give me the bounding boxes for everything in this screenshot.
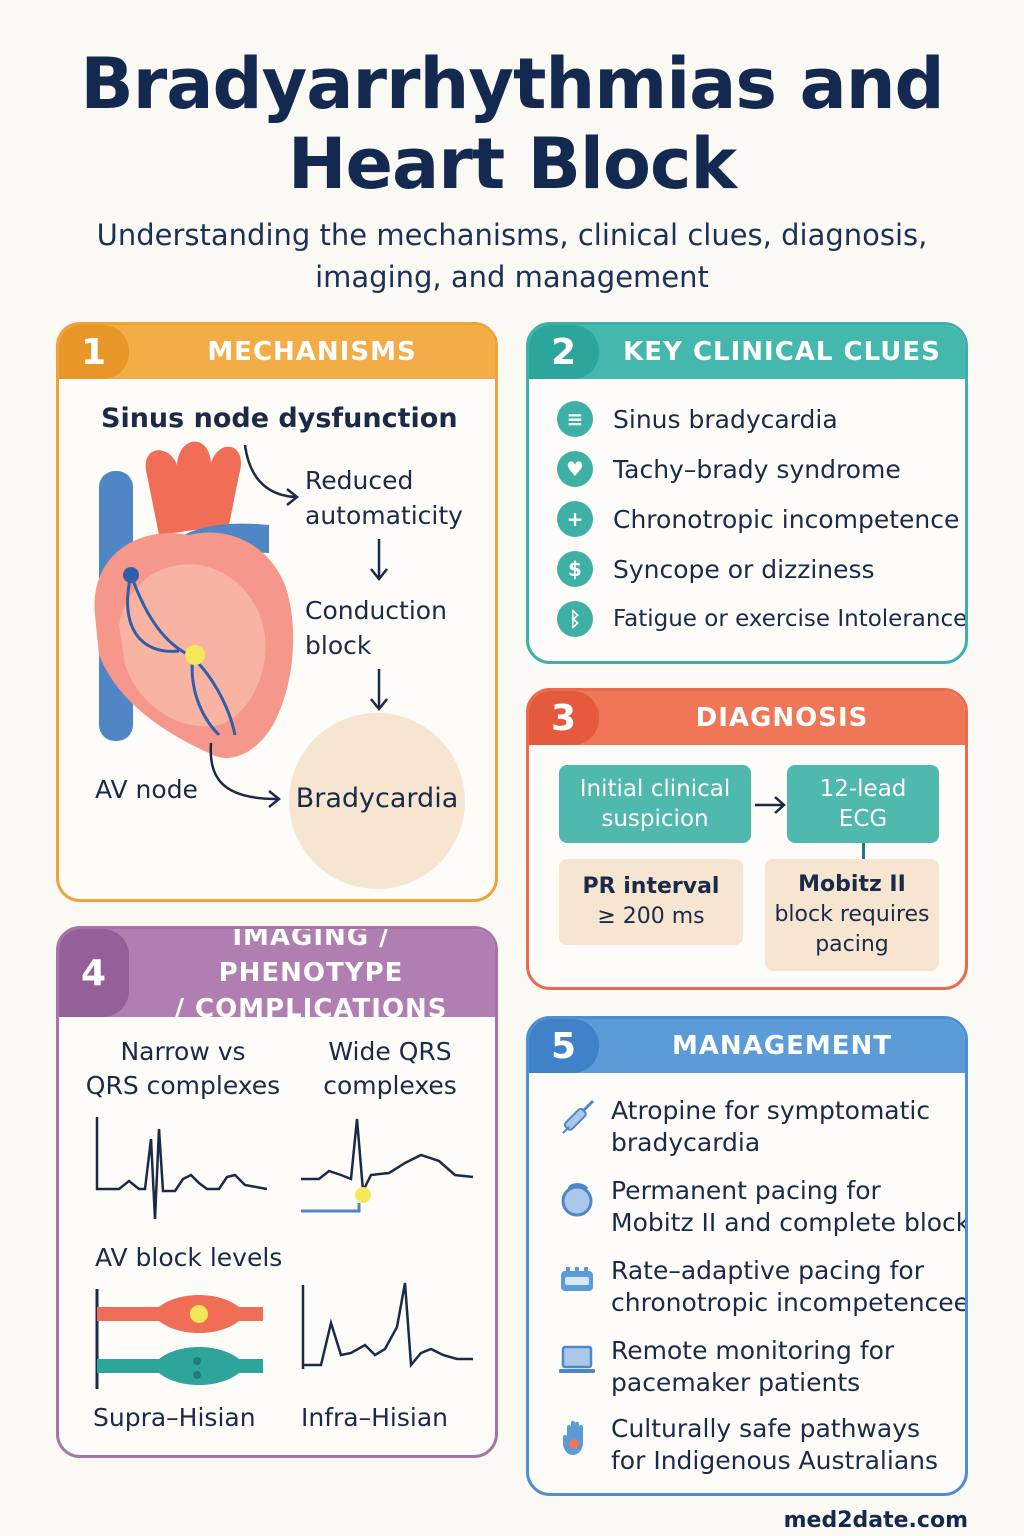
imaging-header: 4 IMAGING / PHENOTYPE/ COMPLICATIONS: [59, 926, 495, 1024]
management-number: 5: [529, 1019, 599, 1073]
bradycardia-label: Bradycardia: [295, 783, 459, 814]
page-subtitle: Understanding the mechanisms, clinical c…: [60, 214, 964, 298]
infra-dot-2: [193, 1371, 201, 1379]
clinical-clues-card: 2 KEY CLINICAL CLUES ≡ Sinus bradycardia…: [526, 322, 968, 664]
conduction-path-2: [126, 574, 180, 653]
clue-item: $ Syncope or dizziness: [557, 549, 875, 589]
sinus-node-dot: [123, 567, 139, 583]
pr-interval-box: PR interval≥ 200 ms: [559, 859, 743, 945]
clinical-clues-title: KEY CLINICAL CLUES: [623, 337, 941, 367]
clue-item: ᛒ Fatigue or exercise Intolerance: [557, 599, 968, 639]
conduction-block-label: Conduction block: [305, 596, 447, 660]
reduced-automaticity-label: Reduced automaticity: [305, 466, 463, 530]
sinus-node-heading: Sinus node dysfunction: [101, 403, 458, 434]
page-title-line2: Heart Block: [287, 123, 737, 205]
narrow-qrs-trace: [95, 1117, 268, 1220]
battery-icon: [561, 1267, 593, 1291]
arrow-head-3: [370, 698, 388, 712]
wide-qrs-trace: [301, 1118, 474, 1196]
diagnosis-header: 3 DIAGNOSIS: [529, 691, 965, 745]
aorta-shape: [145, 441, 242, 535]
arrow-head-1: [286, 488, 300, 506]
av-block-levels-label: AV block levels: [95, 1243, 283, 1272]
ecg-connector: [862, 843, 865, 861]
his-marker-dot: [355, 1187, 371, 1203]
clue-label: Sinus bradycardia: [613, 404, 838, 434]
clue-label: Fatigue or exercise Intolerance: [613, 606, 968, 632]
heart-icon: ♥: [557, 451, 593, 487]
imaging-card: 4 IMAGING / PHENOTYPE/ COMPLICATIONS Nar…: [56, 926, 498, 1458]
dollar-icon: $: [557, 551, 593, 587]
management-title: MANAGEMENT: [671, 1031, 893, 1061]
av-node-label: AV node: [95, 775, 198, 804]
clue-item: + Chronotropic incompetence: [557, 499, 959, 539]
management-header: 5 MANAGEMENT: [529, 1019, 965, 1073]
mechanisms-card: 1 MECHANISMS Sinus node dysfunction Redu…: [56, 322, 498, 902]
infra-dot-1: [193, 1357, 201, 1365]
mechanisms-header: 1 MECHANISMS: [59, 325, 495, 379]
arrow-head-2: [370, 568, 388, 582]
wide-qrs-baseline: [301, 1203, 361, 1213]
clue-label: Chronotropic incompetence: [613, 504, 960, 534]
mechanisms-number: 1: [59, 325, 129, 379]
clue-label: Tachy–brady syndrome: [613, 454, 901, 484]
plus-icon: +: [557, 501, 593, 537]
arrow-av-to-bradycardia: [209, 742, 278, 801]
av-node-dot: [185, 645, 205, 665]
infra-hisian-trace: [301, 1282, 473, 1369]
arrow-to-automaticity: [243, 444, 296, 499]
management-card: 5 MANAGEMENT Atropine for symptomatic br…: [526, 1016, 968, 1496]
page-title: Bradyarrhythmias and Heart Block: [0, 44, 1024, 204]
clue-item: ≡ Sinus bradycardia: [557, 399, 838, 439]
heart-inner-shape: [119, 564, 266, 727]
infra-hisian-label: Infra–Hisian: [301, 1403, 448, 1432]
diagnosis-title: DIAGNOSIS: [695, 703, 869, 733]
list-icon: ≡: [557, 401, 593, 437]
supra-hisian-label: Supra–Hisian: [93, 1403, 256, 1432]
clue-label: Syncope or dizziness: [613, 554, 875, 584]
mechanisms-title: MECHANISMS: [207, 337, 417, 367]
arrow-head-4: [268, 790, 282, 808]
diagnosis-number: 3: [529, 691, 599, 745]
supra-hisian-dot: [190, 1305, 208, 1323]
clue-item: ♥ Tachy–brady syndrome: [557, 449, 901, 489]
pacemaker-icon: [561, 1183, 593, 1217]
clinical-clues-number: 2: [529, 325, 599, 379]
syringe-icon: [562, 1099, 595, 1134]
diagnosis-arrow: [755, 796, 786, 814]
infra-hisian-bar: [97, 1347, 263, 1385]
page-title-line1: Bradyarrhythmias and: [80, 43, 944, 125]
bradycardia-circle: [289, 713, 465, 889]
page-subtitle-line2: imaging, and management: [315, 260, 709, 294]
narrow-qrs-label: Narrow vs QRS complexes: [85, 1037, 281, 1100]
clinical-clues-header: 2 KEY CLINICAL CLUES: [529, 325, 965, 379]
hand-icon: [563, 1420, 583, 1455]
laptop-icon: [559, 1345, 595, 1373]
page-subtitle-line1: Understanding the mechanisms, clinical c…: [96, 218, 928, 252]
ecg-illustrations: [95, 1117, 474, 1389]
footer-brand: med2date.com: [783, 1508, 968, 1533]
heart-illustration: [94, 441, 465, 889]
bluetooth-icon: ᛒ: [557, 601, 593, 637]
imaging-title: IMAGING / PHENOTYPE/ COMPLICATIONS: [174, 926, 448, 1024]
supra-hisian-bar: [97, 1295, 263, 1333]
imaging-number: 4: [59, 929, 129, 1017]
wide-qrs-label: Wide QRS complexes: [323, 1037, 457, 1100]
